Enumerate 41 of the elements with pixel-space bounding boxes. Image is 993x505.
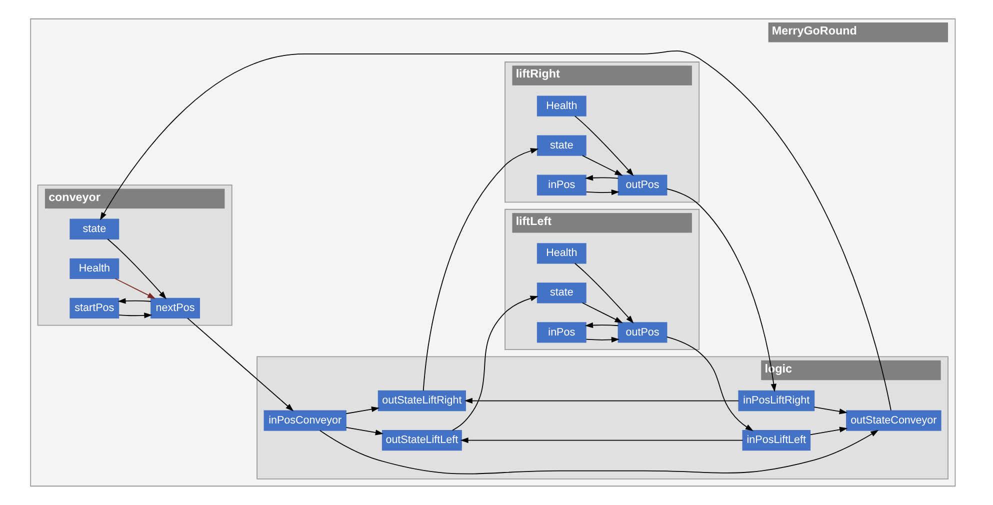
arrow	[810, 426, 848, 436]
node-box: state	[70, 218, 120, 240]
arrow	[586, 336, 620, 343]
node-box: inPos	[536, 322, 586, 343]
node-box: outPos	[618, 322, 668, 343]
node-box: state	[536, 135, 586, 156]
arrow	[582, 302, 623, 324]
node-box: Health	[70, 258, 120, 279]
node-box: outStateLiftRight	[378, 390, 466, 412]
arrow	[666, 188, 776, 392]
node-box: inPosLiftLeft	[742, 430, 811, 451]
arrow	[814, 406, 848, 414]
arrow	[118, 298, 152, 304]
arrow	[574, 262, 634, 324]
arrow	[582, 155, 623, 176]
arrow	[586, 190, 620, 196]
arrow	[666, 336, 754, 432]
node-box: inPosLiftRight	[738, 390, 815, 412]
node-box: Health	[536, 96, 586, 116]
arrow	[422, 148, 539, 392]
arrow	[118, 312, 152, 318]
arrow	[346, 406, 380, 414]
arrow	[464, 398, 739, 404]
arrow	[574, 116, 634, 176]
arrow	[107, 238, 167, 300]
arrow	[584, 322, 619, 328]
arrow	[114, 278, 156, 299]
arrow	[460, 437, 744, 444]
node-box: outStateConveyor	[846, 410, 942, 431]
arrow	[584, 175, 619, 181]
arrow	[346, 427, 384, 436]
node-box: outStateLiftLeft	[382, 430, 462, 451]
node-box: outPos	[618, 174, 668, 196]
node-box: state	[536, 282, 586, 304]
node-box: inPos	[536, 174, 586, 196]
arrow	[187, 318, 294, 412]
node-box: inPosConveyor	[264, 410, 346, 431]
node-box: startPos	[70, 298, 120, 319]
node-box: nextPos	[150, 298, 200, 319]
node-box: Health	[536, 243, 586, 264]
arrow	[452, 296, 538, 431]
